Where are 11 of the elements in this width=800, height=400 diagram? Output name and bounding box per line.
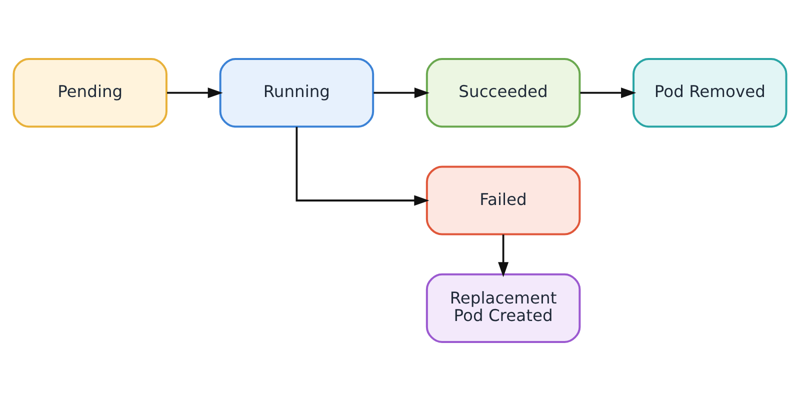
- arrow: [167, 87, 223, 98]
- arrow: [580, 87, 636, 98]
- node-box: Failed: [426, 165, 581, 235]
- node-box: Succeeded: [426, 58, 581, 128]
- arrow: [498, 234, 509, 277]
- node-box: Pending: [12, 58, 168, 128]
- node-box: Pod Removed: [632, 58, 788, 128]
- arrow: [374, 87, 430, 98]
- node-box: Running: [219, 58, 374, 128]
- node-box: Replacement Pod Created: [426, 272, 581, 342]
- arrow: [296, 126, 430, 206]
